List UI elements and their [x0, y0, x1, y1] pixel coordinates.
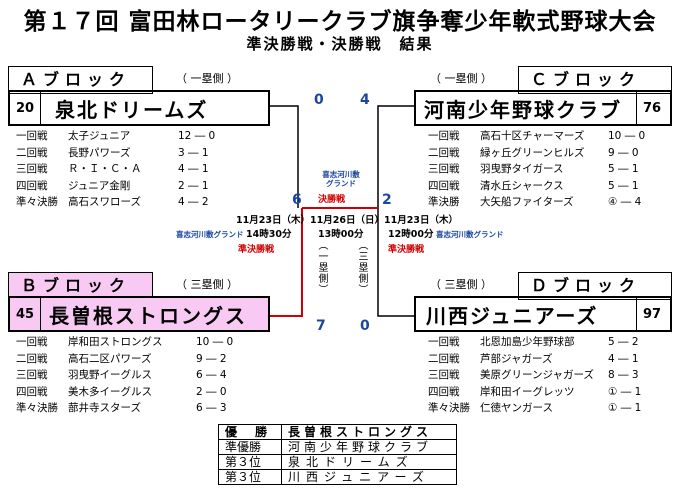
semi-right-date: 11月23日（木） — [384, 215, 458, 226]
semi-left-venue: 喜志河川敷グランド — [176, 230, 244, 239]
final-right-side: （三塁側） — [356, 240, 367, 295]
seed-number-a: 20 — [15, 100, 35, 116]
block-c-side: （ 一塁側 ） — [430, 72, 492, 85]
team-name-b: 長曽根ストロングス — [49, 303, 247, 328]
summary-row: 準優勝 河南少年野球クラブ — [218, 439, 457, 455]
final-venue: 喜志河川敷グランド — [322, 170, 360, 188]
results-summary-table: 優 勝 長曽根ストロングス 準優勝 河南少年野球クラブ 第３位 泉北ドリームズ … — [218, 424, 457, 485]
final-left-side: （一塁側） — [316, 240, 327, 295]
bracket-line-a — [268, 105, 299, 208]
team-box-a: 20 泉北ドリームズ — [8, 90, 270, 126]
final-time: 13時00分 — [318, 229, 364, 240]
semi-right-time: 12時00分 — [388, 229, 434, 240]
team-name-c: 河南少年野球クラブ — [424, 97, 622, 122]
score-c-semi: 4 — [360, 92, 370, 108]
seed-divider — [636, 297, 637, 331]
semi-left-label: 準決勝戦 — [238, 245, 275, 255]
seed-number-c: 76 — [642, 100, 662, 116]
summary-row: 優 勝 長曽根ストロングス — [218, 424, 457, 440]
score-c-final: 2 — [382, 192, 392, 208]
block-a-header: Ａブロック — [8, 66, 153, 94]
seed-divider — [40, 91, 41, 125]
team-name-a: 泉北ドリームズ — [55, 97, 209, 122]
seed-divider — [40, 297, 41, 331]
final-label: 決勝戦 — [318, 195, 346, 205]
semi-left-time: 14時30分 — [246, 229, 292, 240]
team-name-d: 川西ジュニアーズ — [426, 303, 599, 328]
summary-row: 第３位 泉北ドリームズ — [218, 454, 457, 470]
seed-number-d: 97 — [642, 306, 662, 322]
bracket-line-c — [377, 105, 414, 208]
score-a-final: 6 — [292, 192, 302, 208]
score-b-semi: 7 — [316, 318, 326, 334]
block-b-side: （ 三塁側 ） — [176, 278, 238, 291]
semi-right-label: 準決勝戦 — [388, 245, 425, 255]
bracket-line-b — [268, 208, 303, 317]
final-date: 11月26日（日） — [310, 215, 384, 226]
bracket-line-d — [377, 208, 414, 317]
block-c-header: Ｃブロック — [518, 66, 672, 94]
semi-left-date: 11月23日（木） — [236, 215, 310, 226]
score-a-semi: 0 — [314, 92, 324, 108]
block-d-side: （ 三塁側 ） — [430, 278, 492, 291]
team-box-c: 河南少年野球クラブ 76 — [414, 90, 672, 126]
seed-divider — [636, 91, 637, 125]
semi-right-venue: 喜志河川敷グランド — [436, 230, 504, 239]
summary-row: 第３位 川西ジュニアーズ — [218, 469, 457, 485]
page-subtitle: 準決勝戦・決勝戦 結果 — [246, 35, 434, 53]
score-d-semi: 0 — [360, 318, 370, 334]
page-title: 第１７回 富田林ロータリークラブ旗争奪少年軟式野球大会 — [23, 9, 657, 35]
team-box-b: 45 長曽根ストロングス — [8, 296, 270, 332]
block-a-side: （ 一塁側 ） — [176, 72, 238, 85]
seed-number-b: 45 — [15, 306, 35, 322]
block-d-header: Ｄブロック — [518, 272, 672, 300]
team-box-d: 川西ジュニアーズ 97 — [414, 296, 672, 332]
